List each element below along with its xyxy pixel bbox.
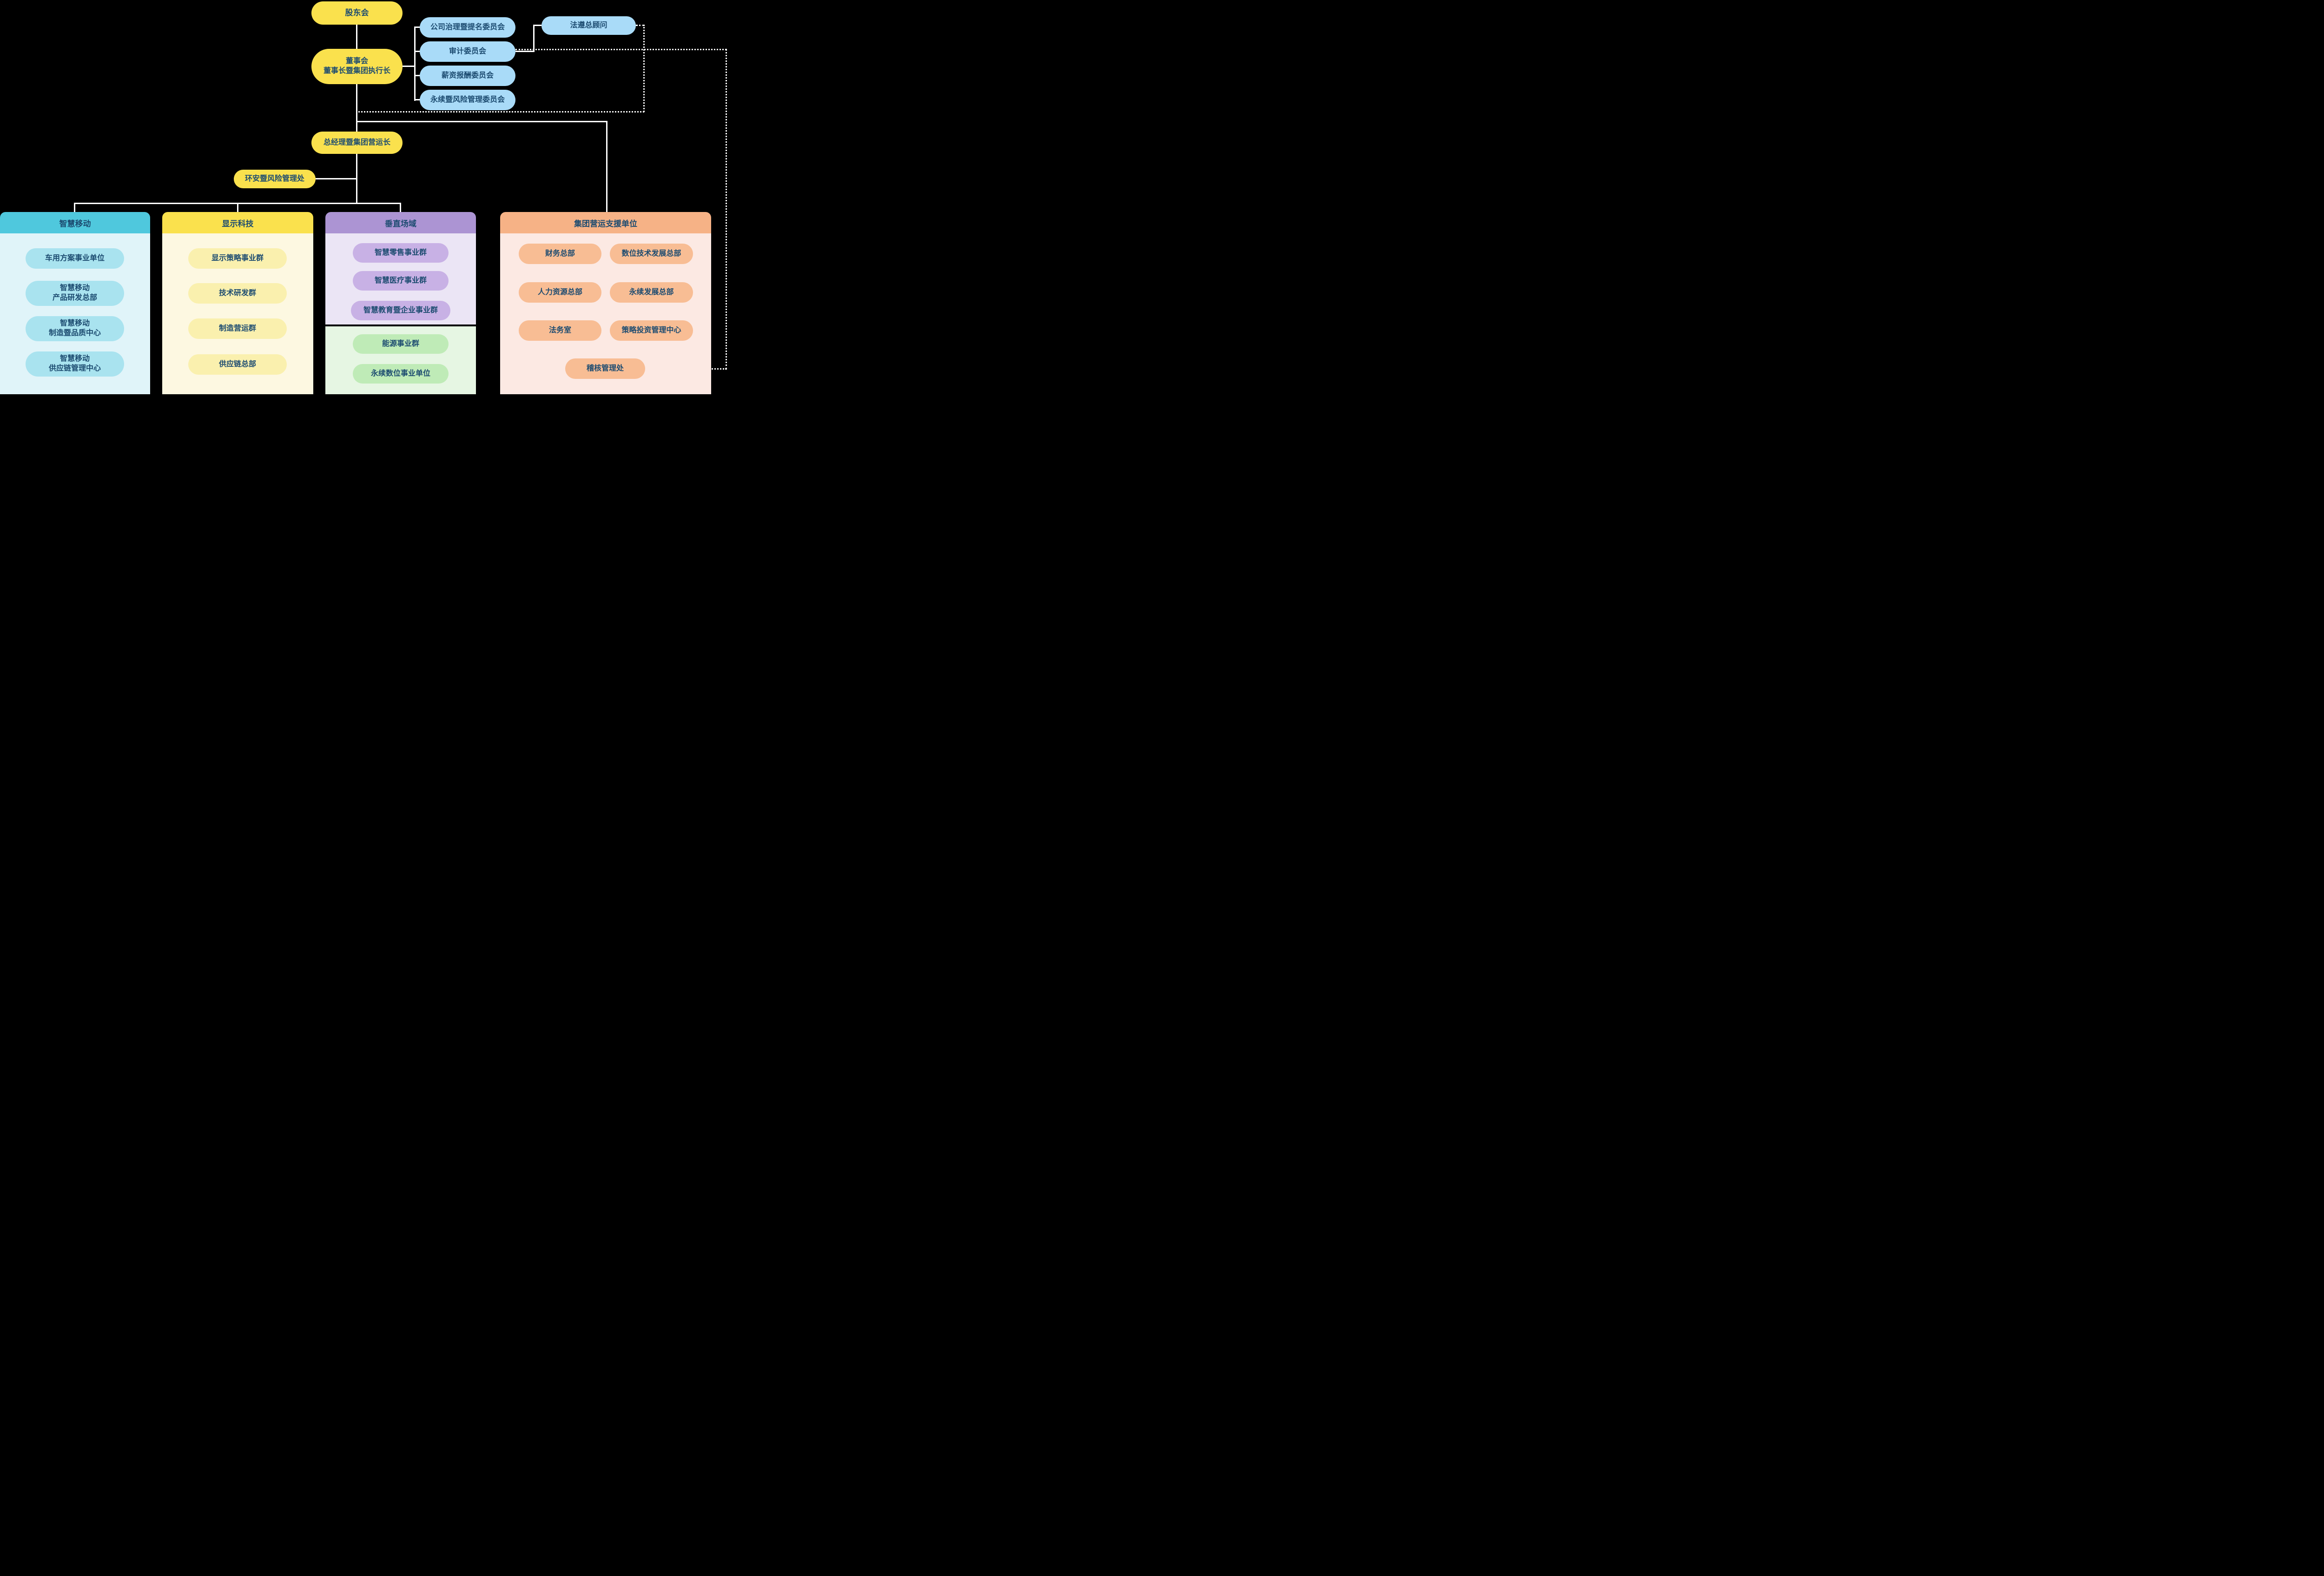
- node-committee-compensation: 薪资报酬委员会: [420, 66, 515, 86]
- connector-committee-stub-4: [415, 99, 421, 100]
- connector-audit-compliance-v: [533, 25, 535, 52]
- connector-drop-mobility: [74, 203, 75, 212]
- group-display-item: 制造营运群: [188, 318, 287, 339]
- group-support-header: 集团营运支援单位: [500, 212, 711, 233]
- group-display-header: 显示科技: [162, 212, 313, 233]
- connector-committee-stub-2: [415, 51, 421, 52]
- connector-board-president: [356, 84, 357, 132]
- dotted-compliance-down: [643, 25, 645, 112]
- group-energy-item: 能源事业群: [353, 334, 449, 354]
- connector-committee-bracket: [414, 26, 416, 101]
- group-vertical-item: 智慧医疗事业群: [353, 271, 449, 291]
- group-vertical-item: 智慧教育暨企业事业群: [351, 301, 450, 320]
- node-committee-audit: 审计委员会: [420, 41, 515, 62]
- group-support-item: 数位技术发展总部: [610, 244, 693, 264]
- dotted-audit-edge: [726, 49, 727, 370]
- connector-board-bracket: [403, 66, 415, 67]
- dotted-audit-right: [515, 49, 726, 50]
- dotted-compliance-out: [636, 25, 644, 26]
- group-mobility-header: 智慧移动: [0, 212, 150, 233]
- connector-committee-stub-3: [415, 75, 421, 76]
- connector-support-branch-v: [606, 121, 607, 212]
- node-board: 董事会 董事长暨集团执行长: [311, 49, 403, 84]
- group-display-item: 显示策略事业群: [188, 248, 287, 269]
- node-shareholders: 股东会: [311, 1, 403, 25]
- connector-support-branch-h: [356, 121, 607, 122]
- group-support-item: 财务总部: [519, 244, 601, 264]
- connector-drop-vertical: [400, 203, 401, 212]
- org-chart: 股东会 董事会 董事长暨集团执行长 公司治理暨提名委员会 审计委员会 薪资报酬委…: [0, 0, 732, 394]
- dotted-compliance-to-center: [356, 111, 644, 113]
- group-vertical-item: 智慧零售事业群: [353, 243, 449, 263]
- group-support-item: 人力资源总部: [519, 282, 601, 303]
- node-committee-governance-nomination: 公司治理暨提名委员会: [420, 17, 515, 38]
- group-mobility-item: 智慧移动 产品研发总部: [26, 281, 124, 306]
- connector-president-branch: [356, 154, 357, 204]
- connector-shareholders-board: [356, 25, 357, 50]
- connector-committee-stub-1: [415, 26, 421, 28]
- node-president: 总经理暨集团营运长: [311, 132, 403, 154]
- group-mobility-item: 车用方案事业单位: [26, 248, 124, 269]
- group-support-item: 法务室: [519, 320, 601, 341]
- group-support-item: 策略投资管理中心: [610, 320, 693, 341]
- group-support-item: 永续发展总部: [610, 282, 693, 303]
- group-vertical-header: 垂直场域: [325, 212, 476, 233]
- connector-audit-compliance-h: [515, 51, 535, 52]
- connector-audit-compliance-h2: [533, 25, 541, 26]
- group-mobility-item: 智慧移动 制造暨品质中心: [26, 316, 124, 341]
- node-ehs-office: 环安暨风险管理处: [234, 170, 316, 188]
- group-display-item: 技术研发群: [188, 283, 287, 304]
- connector-drop-display: [237, 203, 238, 212]
- group-support-item-internal-audit: 稽核管理处: [565, 358, 645, 379]
- node-committee-sustainability-risk: 永续暨风险管理委员会: [420, 90, 515, 110]
- group-display-item: 供应链总部: [188, 354, 287, 375]
- group-mobility-item: 智慧移动 供应链管理中心: [26, 351, 124, 377]
- group-energy-item: 永续数位事业单位: [353, 364, 449, 384]
- node-compliance-advisor: 法遵总顾问: [541, 16, 636, 35]
- connector-ehs: [316, 178, 357, 179]
